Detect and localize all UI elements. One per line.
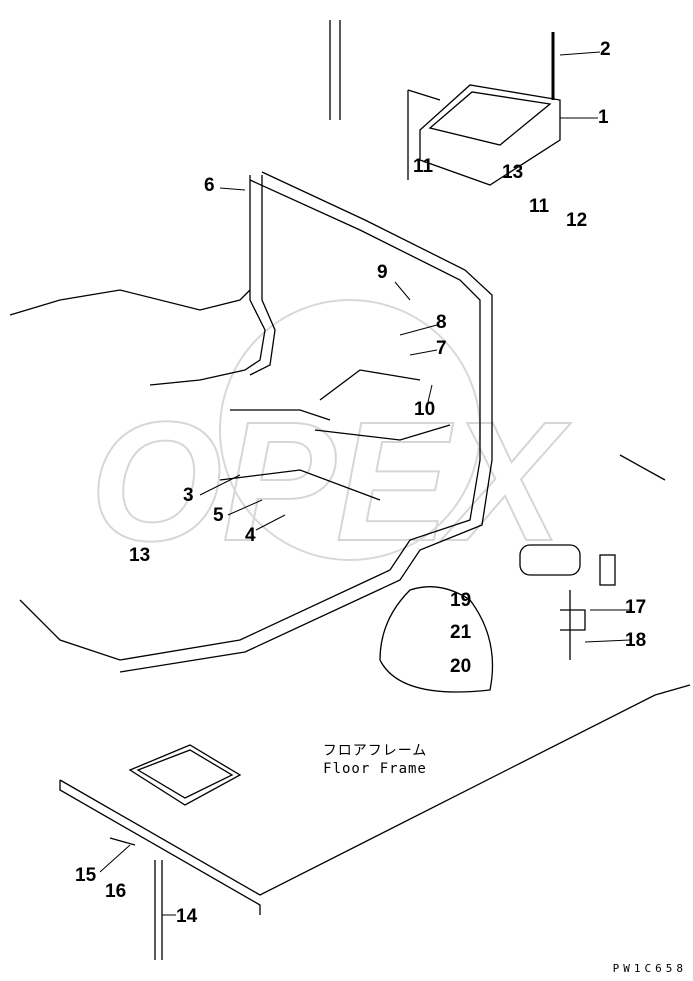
callout-2: 2 [600, 39, 611, 60]
callout-16: 16 [105, 881, 127, 902]
callout-14: 14 [176, 906, 198, 927]
floor-frame-label-jp: フロアフレーム [322, 743, 428, 759]
callout-4: 4 [245, 525, 256, 546]
callout-12: 12 [566, 210, 588, 231]
callout-7: 7 [436, 338, 447, 359]
callout-6: 6 [204, 175, 215, 196]
callout-11a: 11 [413, 156, 434, 177]
floor-frame [59, 454, 691, 915]
callout-13a: 13 [502, 162, 524, 183]
callout-18: 18 [625, 630, 647, 651]
drawing-code: PW1C658 [612, 962, 687, 975]
wire-harness [9, 20, 616, 960]
floor-frame-label: フロアフレーム Floor Frame [315, 742, 435, 778]
callout-20: 20 [450, 656, 472, 677]
callout-9: 9 [377, 262, 388, 283]
callout-21: 21 [450, 622, 472, 643]
callout-8: 8 [436, 312, 447, 333]
callout-19: 19 [450, 590, 472, 611]
callout-3: 3 [183, 485, 194, 506]
callout-17: 17 [625, 597, 647, 618]
callout-5: 5 [213, 505, 224, 526]
callout-15: 15 [75, 865, 97, 886]
callout-10: 10 [414, 399, 436, 420]
callout-1: 1 [598, 107, 609, 128]
callout-13b: 13 [129, 545, 151, 566]
controller-unit [407, 32, 561, 186]
callout-11b: 11 [529, 196, 550, 217]
floor-frame-label-en: Floor Frame [323, 761, 427, 777]
leader-lines [99, 51, 631, 916]
watermark: OPEX [89, 299, 572, 578]
